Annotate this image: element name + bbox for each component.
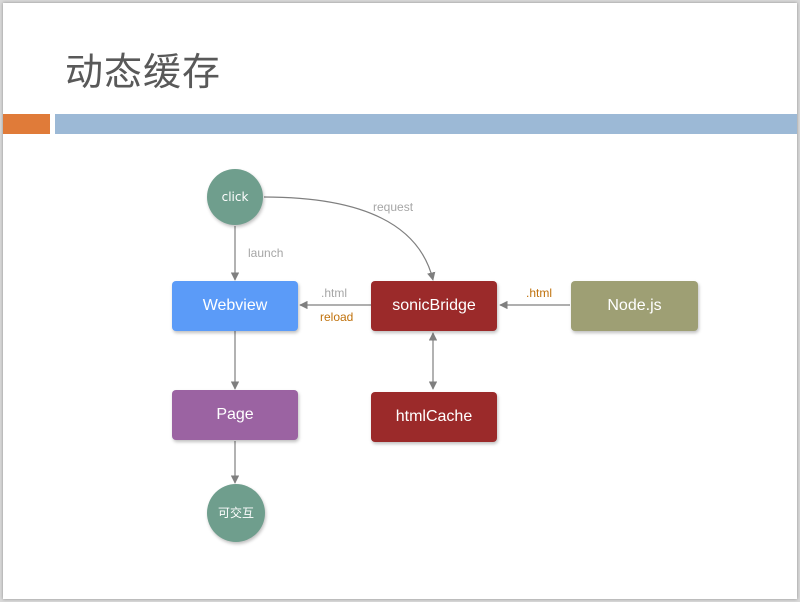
slide: 动态缓存 click Webview sonicBridge <box>3 3 797 599</box>
slide-title: 动态缓存 <box>65 50 222 94</box>
node-sonic-bridge: sonicBridge <box>371 281 497 331</box>
edge-label-html-left: .html <box>321 286 348 300</box>
node-webview-label: Webview <box>202 297 268 314</box>
node-click-label: click <box>221 190 249 204</box>
node-page: Page <box>172 390 298 440</box>
edge-label-reload: reload <box>320 310 354 324</box>
node-node-js-label: Node.js <box>607 297 662 314</box>
node-webview: Webview <box>172 281 298 331</box>
node-html-cache: htmlCache <box>371 392 497 442</box>
accent-bar-blue <box>55 114 797 134</box>
node-page-label: Page <box>216 406 254 423</box>
edge-label-html-right: .html <box>526 286 553 300</box>
edge-request <box>263 196 436 281</box>
accent-bar-orange <box>3 114 50 134</box>
node-node-js: Node.js <box>571 281 698 331</box>
node-interactive: 可交互 <box>207 484 265 542</box>
diagram-connectors <box>230 196 570 484</box>
node-html-cache-label: htmlCache <box>395 408 473 425</box>
edge-label-request: request <box>373 200 414 214</box>
node-sonic-bridge-label: sonicBridge <box>392 297 476 314</box>
node-click: click <box>207 169 263 225</box>
edge-label-launch: launch <box>248 246 284 260</box>
node-interactive-label: 可交互 <box>217 506 254 520</box>
